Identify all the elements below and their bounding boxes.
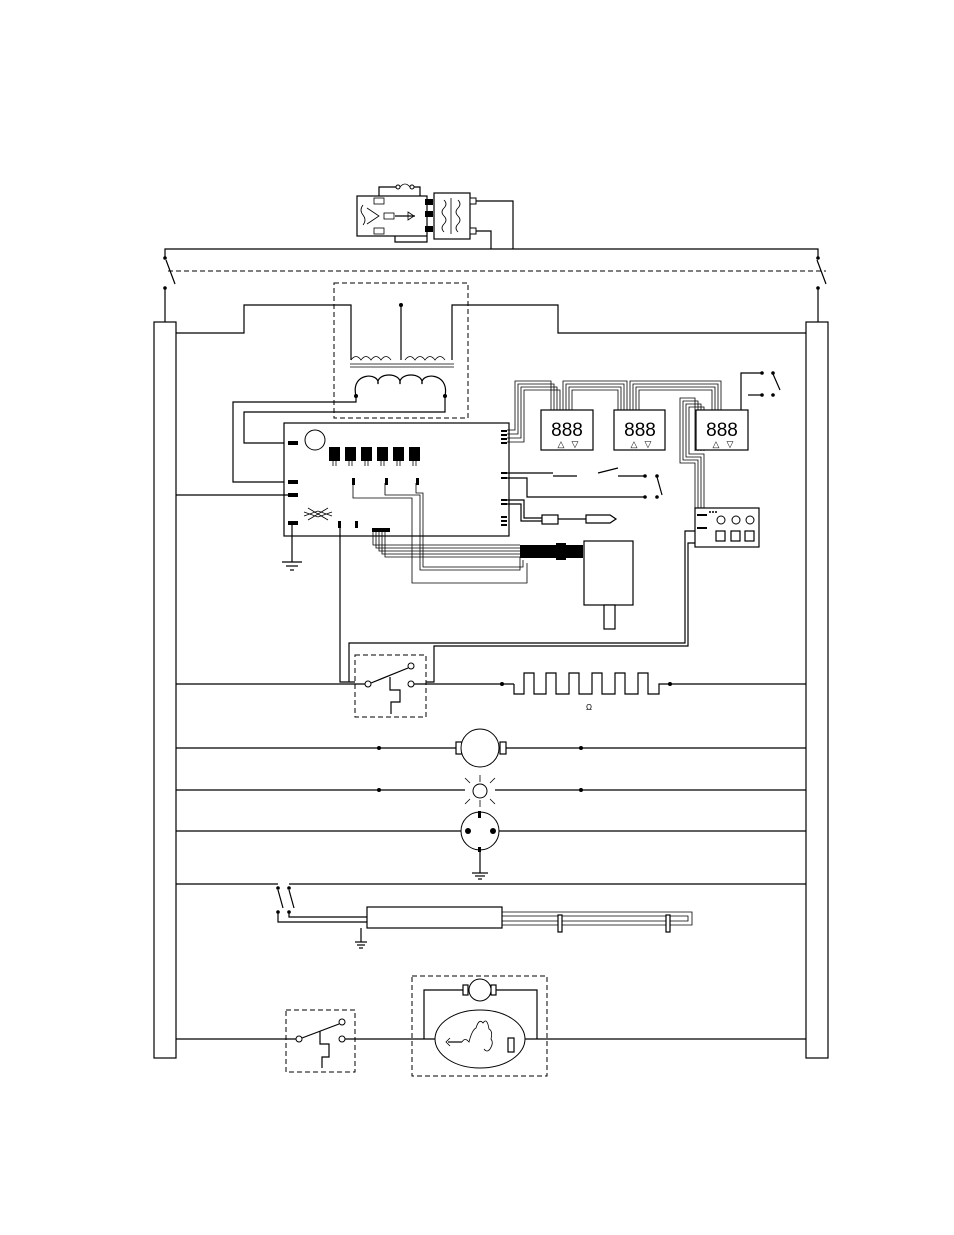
- display-3-digits: 888: [706, 420, 738, 441]
- led-display-icon: 888 △ ▽ 888 △ ▽ 888 △ ▽: [541, 410, 748, 450]
- power-cord-plug-icon: [357, 184, 513, 249]
- left-bus-bar: [154, 322, 176, 1058]
- motor-icon: [412, 976, 806, 1076]
- thermostat-probe-icon: [507, 500, 616, 524]
- control-knob-panel: [695, 508, 759, 547]
- display-1-down-button: ▽: [572, 439, 579, 449]
- display-switch-icon: [741, 371, 780, 410]
- display-3-up-button: △: [713, 439, 720, 449]
- control-board-icon: [176, 423, 509, 536]
- display-2-down-button: ▽: [645, 439, 652, 449]
- board-door-switch-icon: [507, 468, 662, 499]
- fan-motor-icon: [176, 729, 806, 767]
- display-2-digits: 888: [624, 420, 656, 441]
- heater-element-symbol: Ω: [586, 703, 592, 712]
- display-1-up-button: △: [558, 439, 565, 449]
- display-2-up-button: △: [631, 439, 638, 449]
- right-bus-bar: [806, 322, 828, 1058]
- heating-element-icon: Ω: [514, 673, 806, 712]
- door-switch-icon: [163, 256, 826, 322]
- display-1-digits: 888: [551, 420, 583, 441]
- supply-lines: [165, 249, 826, 271]
- capillary-thermostat-icon: [176, 884, 806, 948]
- thermal-switch-icon: [176, 1010, 436, 1072]
- receptacle-icon: [176, 811, 806, 879]
- display-3-down-button: ▽: [727, 439, 734, 449]
- relay-icon: [176, 655, 514, 717]
- lamp-icon: [176, 775, 806, 807]
